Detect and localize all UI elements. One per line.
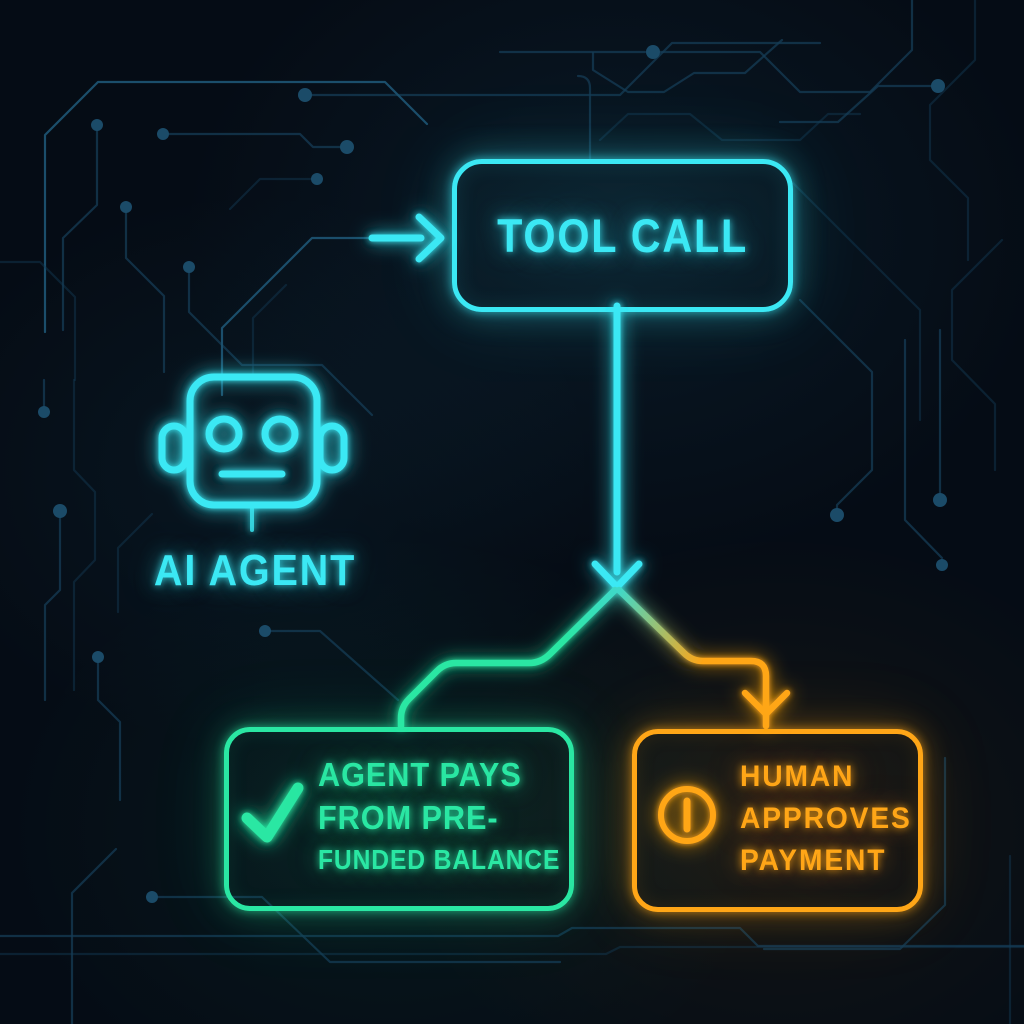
robot-icon [158,373,348,532]
robot-eye-right [261,415,299,453]
connector-junction-to-human-approves [615,586,770,730]
human-approves-line-3: PAYMENT [740,844,887,877]
agent-pays-label: AGENT PAYS FROM PRE- FUNDED BALANCE [318,753,593,881]
human-approves-line-1: HUMAN [740,760,855,793]
agent-pays-line-3: FUNDED BALANCE [318,844,561,875]
ai-agent-label: AI AGENT [153,546,357,595]
human-approves-label: HUMAN APPROVES PAYMENT [740,756,923,882]
human-approves-line-2: APPROVES [740,802,912,835]
tool-call-label: TOOL CALL [497,209,748,262]
robot-head [186,373,321,509]
connector-junction-to-agent-pays [397,586,619,730]
robot-ear-left [158,422,190,474]
junction-arrowhead-icon [591,560,643,591]
agent-pays-line-1: AGENT PAYS [318,756,522,793]
robot-eye-left [205,415,243,453]
arrow-into-tool-call-head-icon [415,213,445,263]
tool-call-node: TOOL CALL [452,159,793,312]
robot-ear-right [316,422,348,474]
human-approves-arrowhead-icon [741,689,791,718]
agent-pays-line-2: FROM PRE- [318,799,499,836]
